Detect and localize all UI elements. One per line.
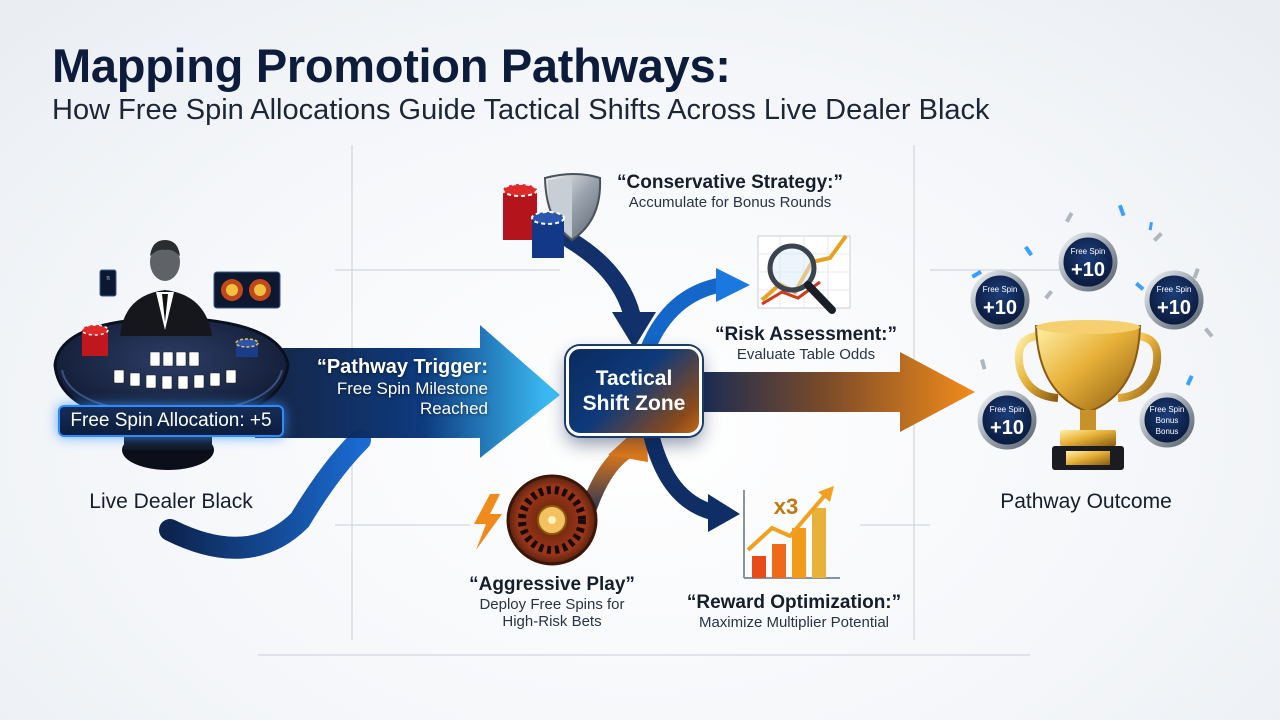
trigger-line-1: Free Spin Milestone [336, 379, 488, 398]
aggressive-body-1: Deploy Free Spins for [479, 596, 625, 613]
lower-sweep-arrow [159, 429, 371, 559]
page-subtitle: How Free Spin Allocations Guide Tactical… [52, 94, 990, 126]
spin-token-1 [1058, 232, 1118, 292]
reward-body: Maximize Multiplier Potential [698, 614, 890, 631]
risk-heading: “Risk Assessment:” [715, 324, 897, 345]
allocation-badge-text: Free Spin Allocation: +5 [70, 410, 272, 431]
svg-text:π: π [106, 275, 110, 282]
reward-bar-chart-icon [743, 486, 840, 579]
risk-caption: “Risk Assessment:” Evaluate Table Odds [700, 324, 912, 363]
spin-token-4 [977, 390, 1037, 450]
tactical-shift-zone: Tactical Shift Zone [566, 346, 702, 436]
spin-token-5-extra: Bonus [1156, 427, 1179, 436]
blue-chip-stack [235, 338, 259, 357]
aggressive-caption: “Aggressive Play” Deploy Free Spins for … [452, 574, 652, 630]
conservative-curve-arrow [561, 231, 641, 324]
spin-token-2-top: Free Spin [983, 285, 1018, 294]
free-spin-allocation-badge: Free Spin Allocation: +5 [58, 405, 284, 437]
outcome-label: Pathway Outcome [1000, 490, 1172, 513]
spin-token-3 [1144, 270, 1204, 330]
trigger-line-2: Reached [419, 399, 488, 418]
risk-body: Evaluate Table Odds [736, 346, 876, 363]
chips-shield-icon [502, 173, 602, 258]
reward-caption: “Reward Optimization:” Maximize Multipli… [676, 592, 912, 631]
reward-heading: “Reward Optimization:” [686, 592, 902, 613]
spin-token-4-value: +10 [990, 417, 1024, 439]
spin-token-5-value: Bonus [1156, 416, 1179, 425]
spin-token-2 [970, 270, 1030, 330]
red-chip-stack [81, 324, 109, 356]
lightning-icon [474, 494, 502, 550]
roulette-wheel-icon [506, 474, 598, 566]
aggressive-heading: “Aggressive Play” [469, 574, 635, 595]
spin-token-3-top: Free Spin [1157, 285, 1192, 294]
multiplier-label: x3 [774, 494, 798, 519]
magnifier-chart-icon [757, 234, 851, 314]
hub-line-1: Tactical [595, 367, 673, 390]
trigger-arrow [255, 325, 560, 458]
dealer-cards [113, 351, 237, 390]
spin-token-3-value: +10 [1157, 297, 1191, 319]
conservative-caption: “Conservative Strategy:” Accumulate for … [600, 172, 860, 211]
spin-token-2-value: +10 [983, 297, 1017, 319]
spin-token-1-top: Free Spin [1071, 247, 1106, 256]
trigger-label: “Pathway Trigger: Free Spin Milestone Re… [300, 356, 488, 419]
confetti [971, 204, 1214, 386]
aggressive-body-2: High-Risk Bets [502, 613, 602, 630]
spin-token-5 [1139, 392, 1195, 448]
conservative-body: Accumulate for Bonus Rounds [628, 194, 832, 211]
trigger-heading: “Pathway Trigger: [316, 356, 488, 378]
spin-token-5-top: Free Spin [1150, 405, 1185, 414]
risk-curve-arrow [640, 277, 728, 356]
hub-line-2: Shift Zone [582, 392, 686, 415]
trophy-icon [1014, 320, 1162, 470]
reward-curve-arrow [644, 430, 720, 520]
conservative-heading: “Conservative Strategy:” [617, 172, 843, 193]
page-title: Mapping Promotion Pathways: [52, 39, 731, 92]
outcome-arrow [700, 352, 975, 432]
spin-token-1-value: +10 [1071, 259, 1105, 281]
spin-token-4-top: Free Spin [990, 405, 1025, 414]
dealer-label: Live Dealer Black [89, 490, 253, 513]
